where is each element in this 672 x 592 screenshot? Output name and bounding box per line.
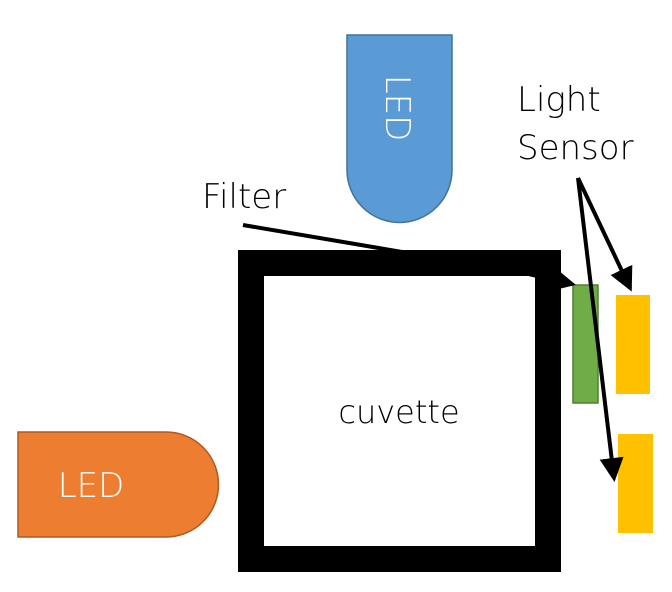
filter-arrow (242, 223, 576, 292)
sensor-arrow-top (576, 177, 633, 292)
light-sensor-bottom (618, 434, 653, 533)
light-sensor-label-line1: Light (517, 80, 601, 120)
top-led: LED (346, 34, 453, 224)
top-led-label: LED (377, 75, 417, 142)
light-sensor-label-line2: Sensor (517, 128, 634, 168)
left-led: LED (17, 431, 220, 538)
cuvette: cuvette (238, 250, 561, 572)
cuvette-label: cuvette (338, 393, 459, 431)
left-led-label: LED (58, 466, 125, 506)
filter-label: Filter (202, 177, 286, 217)
light-sensor-top (616, 295, 650, 394)
sensor-arrow-bottom (576, 177, 624, 482)
